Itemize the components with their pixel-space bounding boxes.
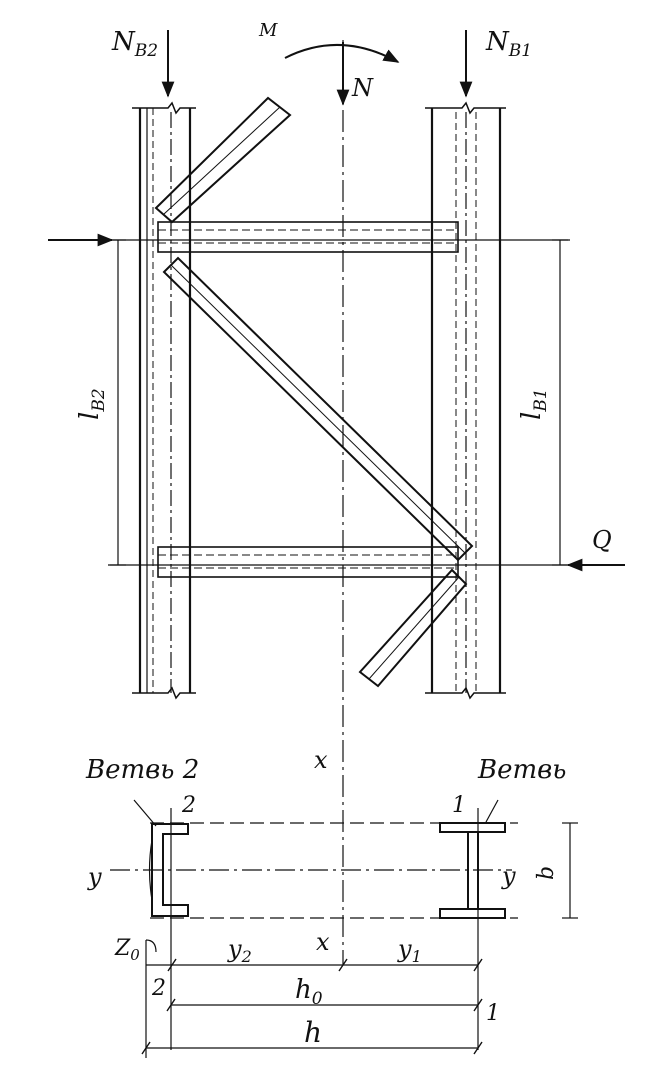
h0-dimension bbox=[166, 998, 483, 1012]
lower-diagonal-brace bbox=[358, 568, 468, 688]
y1-label: y1 bbox=[397, 935, 422, 966]
z0-arc bbox=[145, 939, 157, 953]
lower-strut bbox=[157, 546, 459, 578]
right-branch-column bbox=[425, 101, 506, 700]
x-axis-bottom-label: x bbox=[316, 928, 330, 956]
lb1-dimension bbox=[552, 239, 568, 566]
h0-label: h0 bbox=[295, 975, 323, 1009]
moment-arrow bbox=[284, 44, 400, 63]
b-label: b bbox=[534, 866, 559, 880]
branch2-leader bbox=[133, 799, 157, 827]
upper-strut bbox=[157, 221, 459, 253]
nb2-label: NB2 bbox=[111, 27, 158, 61]
svg-text:b: b bbox=[534, 866, 559, 880]
mark-2-bottom: 2 bbox=[151, 976, 166, 1001]
y-dimension-chain bbox=[146, 958, 483, 972]
mark-1-top: 1 bbox=[452, 793, 466, 818]
y2-label: y2 bbox=[227, 935, 252, 966]
mark-1-bottom: 1 bbox=[486, 1001, 500, 1026]
main-diagonal-brace bbox=[162, 256, 474, 562]
branch1-leader bbox=[485, 799, 499, 823]
h-dimension bbox=[141, 1041, 483, 1055]
branch2-label: Ветвь 2 bbox=[85, 755, 199, 785]
left-branch-column bbox=[132, 101, 196, 700]
channel-section bbox=[151, 823, 189, 917]
branch1-label: Ветвь bbox=[477, 755, 566, 785]
moment-label: M bbox=[258, 20, 278, 41]
z0-label: Z0 bbox=[114, 936, 140, 964]
x-axis-top-label: x bbox=[314, 746, 328, 774]
b-dimension bbox=[562, 822, 578, 919]
mark-2-top: 2 bbox=[181, 793, 196, 818]
y-axis-left-label: y bbox=[87, 863, 102, 891]
h-label: h bbox=[304, 1016, 322, 1049]
nb1-label: NB1 bbox=[485, 27, 532, 61]
svg-text:lB2: lB2 bbox=[75, 388, 109, 420]
y-axis-right-label: y bbox=[501, 862, 516, 890]
n-label: N bbox=[351, 74, 374, 102]
i-beam-section bbox=[439, 822, 506, 919]
upper-diagonal-brace bbox=[154, 96, 292, 224]
lb2-label: lB2 bbox=[75, 388, 109, 420]
lb2-dimension bbox=[110, 239, 126, 566]
q-label: Q bbox=[592, 526, 612, 554]
lb1-label: lB1 bbox=[517, 388, 551, 420]
svg-text:lB1: lB1 bbox=[517, 388, 551, 420]
